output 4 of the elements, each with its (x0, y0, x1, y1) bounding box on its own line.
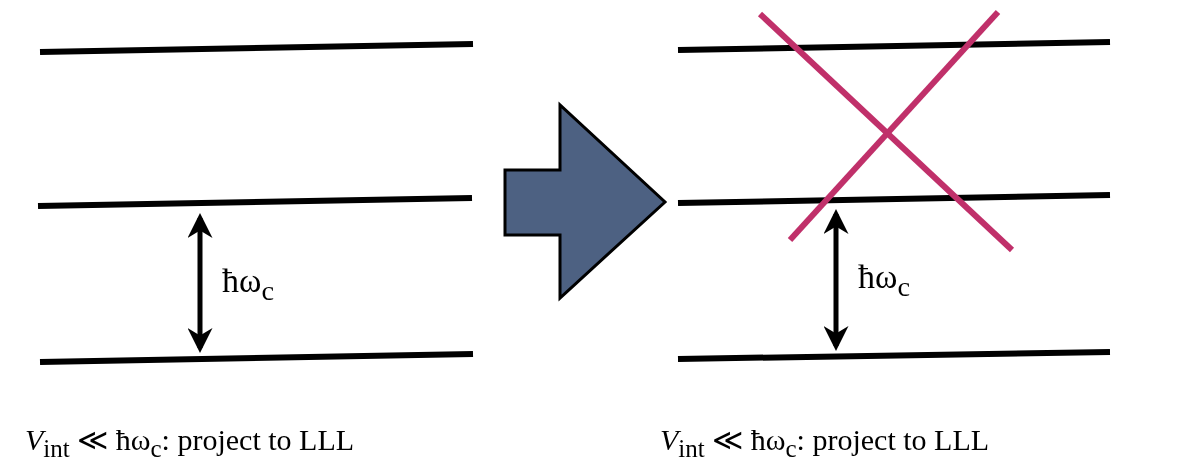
caption-text: V$_{int}$ ≪ ħω$_{c}$: project to LLL (660, 422, 990, 463)
gap-label: ħω$_{c}$ (222, 262, 274, 307)
caption-text: V$_{int}$ ≪ ħω$_{c}$: project to LLL (25, 422, 355, 463)
gap-label: ħω$_{c}$ (858, 258, 910, 303)
